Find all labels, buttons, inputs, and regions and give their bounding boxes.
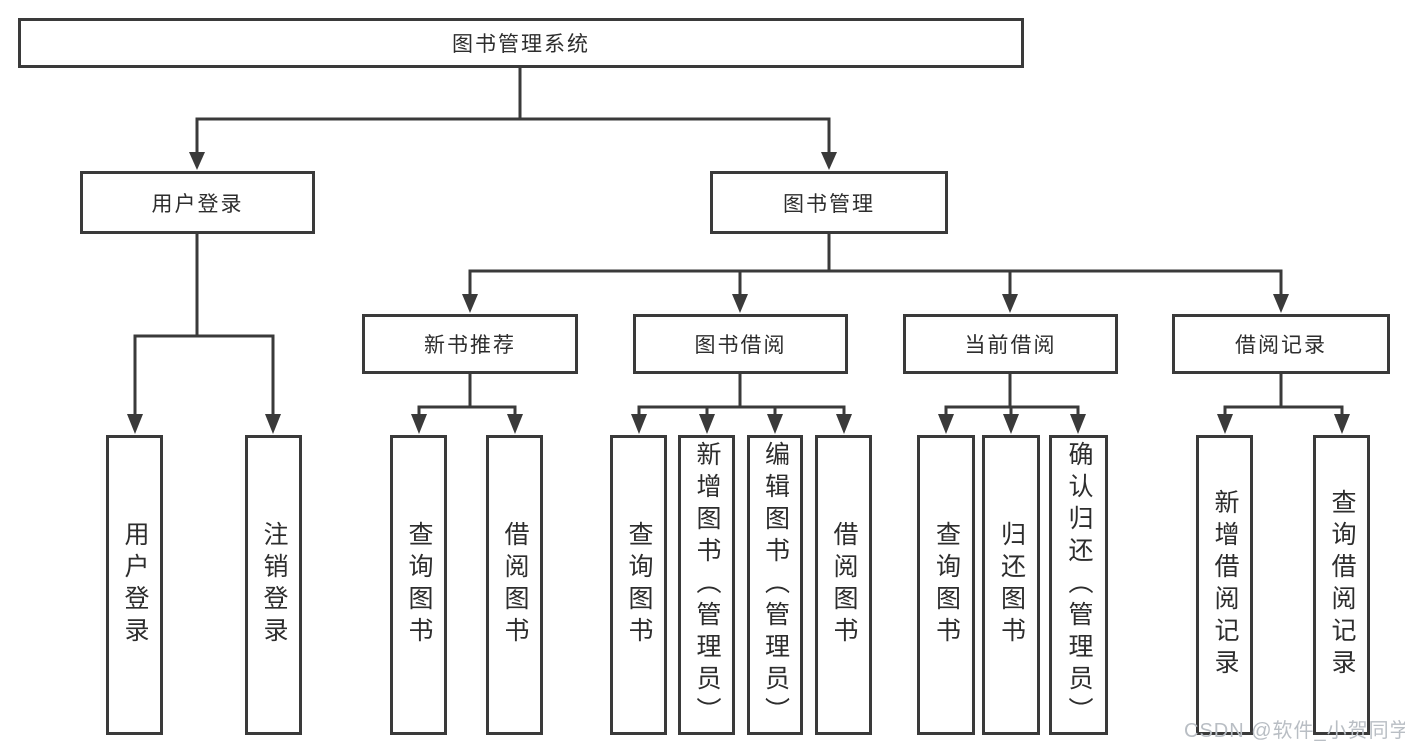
- leaf-borrow-query-books: 查询图书: [610, 435, 667, 735]
- csdn-watermark: CSDN @软件_小贺同学: [1184, 720, 1405, 742]
- leaf-current-return-books: 归还图书: [982, 435, 1040, 735]
- leaf-records-add-record: 新增借阅记录: [1196, 435, 1253, 735]
- leaf-borrow-edit-books-admin: 编辑图书（管理员）: [747, 435, 803, 735]
- leaf-newrec-borrow-books: 借阅图书: [486, 435, 543, 735]
- node-submodule-new-book-recommend: 新书推荐: [362, 314, 578, 374]
- node-submodule-book-borrow: 图书借阅: [633, 314, 848, 374]
- node-module-book-management: 图书管理: [710, 171, 948, 234]
- leaf-records-query-record: 查询借阅记录: [1313, 435, 1370, 735]
- leaf-borrow-borrow-books: 借阅图书: [815, 435, 872, 735]
- leaf-borrow-add-books-admin: 新增图书（管理员）: [678, 435, 735, 735]
- node-root: 图书管理系统: [18, 18, 1024, 68]
- leaf-current-query-books: 查询图书: [917, 435, 975, 735]
- leaf-logout: 注销登录: [245, 435, 302, 735]
- leaf-newrec-query-books: 查询图书: [390, 435, 447, 735]
- node-submodule-borrow-records: 借阅记录: [1172, 314, 1390, 374]
- node-submodule-current-borrow: 当前借阅: [903, 314, 1118, 374]
- leaf-user-login: 用户登录: [106, 435, 163, 735]
- node-module-user-login: 用户登录: [80, 171, 315, 234]
- leaf-current-confirm-return-admin: 确认归还（管理员）: [1049, 435, 1108, 735]
